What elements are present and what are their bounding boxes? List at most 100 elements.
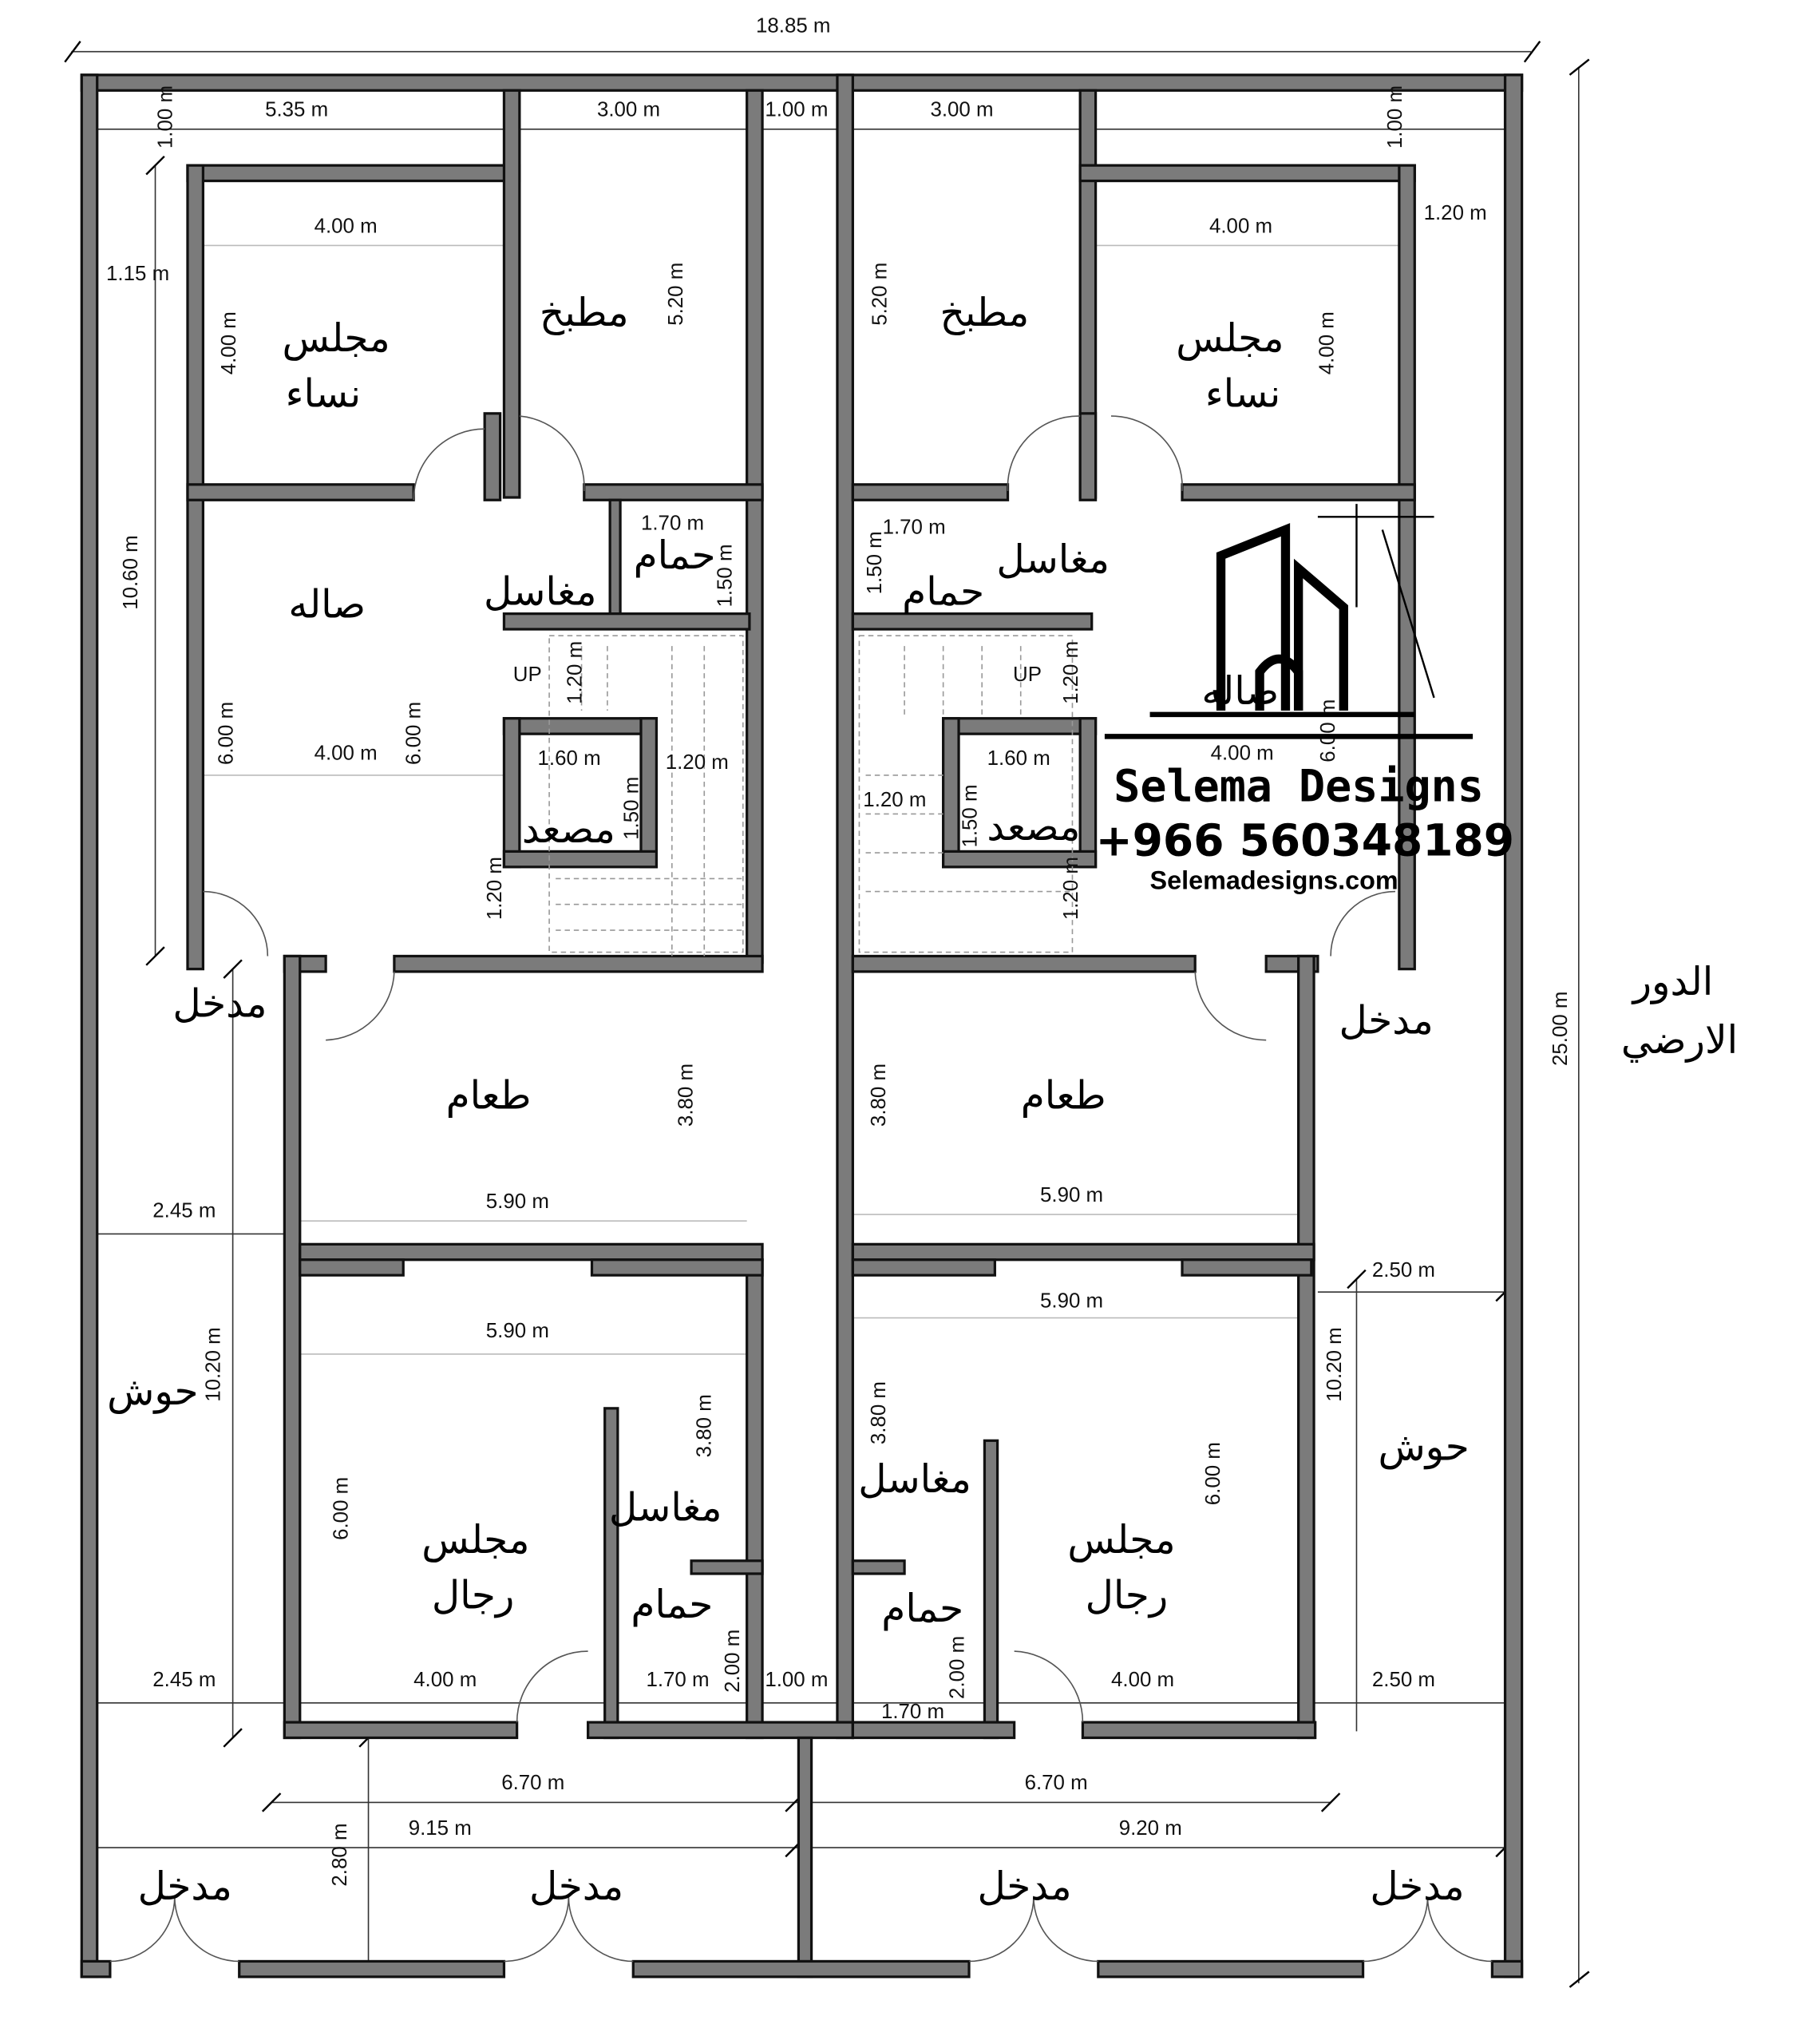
room-yard-left: حوش [107, 1369, 198, 1414]
dim-label: 9.15 m [409, 1817, 472, 1840]
room-hall-right: صاله [1201, 669, 1279, 714]
dim-label: 6.00 m [330, 1477, 353, 1540]
dim-label: 3.00 m [597, 99, 660, 121]
dim-label: 2.00 m [947, 1636, 969, 1699]
dim-label: 9.20 m [1119, 1817, 1182, 1840]
dim-label: 2.80 m [329, 1823, 351, 1886]
room-kitchen-left: مطبخ [540, 291, 629, 335]
stairs-left [548, 635, 744, 957]
dim-label: 2.45 m [152, 1199, 216, 1222]
logo-website: Selemadesigns.com [1150, 866, 1398, 894]
room-bath-bottom-right: حمام [881, 1586, 963, 1631]
room-entrance-bottom-4: مدخل [1370, 1864, 1464, 1909]
floor-title-line2: الارضي [1621, 1018, 1738, 1063]
stairs-up-left: UP [513, 664, 542, 686]
dim-label: 1.00 m [765, 99, 828, 121]
room-kitchen-right: مطبخ [940, 291, 1030, 335]
room-majlis-nisa-left: مجلس [282, 316, 390, 361]
dim-label: 1.00 m [765, 1669, 828, 1691]
dim-label: 6.00 m [1202, 1442, 1224, 1505]
room-dining-right: طعام [1021, 1073, 1106, 1118]
dimension-lines [64, 41, 1590, 1988]
dim-label: 4.00 m [1111, 1669, 1174, 1691]
room-majlis-rijal-left: مجلس [421, 1518, 529, 1563]
dim-label: 5.90 m [1040, 1184, 1103, 1206]
dim-label: 5.20 m [665, 263, 687, 326]
dim-label: 2.00 m [722, 1630, 744, 1693]
dim-label: 5.20 m [868, 263, 891, 326]
room-entrance-side-right: مدخل [1339, 999, 1434, 1044]
room-sinks-bottom-right: مغاسل [858, 1457, 971, 1502]
room-majlis-rijal-left-2: رجال [432, 1574, 514, 1618]
stairs-up-right: UP [1013, 664, 1042, 686]
dim-label: 6.00 m [402, 702, 425, 765]
doors [109, 415, 1493, 1963]
dim-label: 4.00 m [314, 215, 378, 237]
dim-label: 6.00 m [1317, 699, 1339, 763]
logo-name: Selema Designs [1114, 760, 1484, 811]
dim-label: 1.20 m [863, 789, 926, 811]
dim-label: 3.00 m [930, 99, 993, 121]
dim-label: 4.00 m [413, 1669, 477, 1691]
room-entrance-bottom-1: مدخل [138, 1864, 232, 1909]
dim-label: 10.60 m [120, 535, 142, 610]
room-majlis-rijal-right-2: رجال [1086, 1574, 1168, 1618]
dim-label: 6.70 m [501, 1772, 564, 1794]
dim-label: 2.50 m [1372, 1669, 1435, 1691]
dim-label: 4.00 m [1315, 311, 1338, 374]
dim-label: 1.20 m [1424, 202, 1487, 224]
dimension-labels: 18.85 m 25.00 m 5.35 m 3.00 m 1.00 m 3.0… [106, 14, 1572, 1886]
room-sinks-top-left: مغاسل [484, 569, 597, 614]
room-bath-top-right: حمام [902, 569, 984, 614]
dim-label: 1.20 m [666, 751, 729, 774]
dim-label: 2.45 m [152, 1669, 216, 1691]
room-yard-right: حوش [1378, 1425, 1469, 1470]
dim-label: 3.80 m [675, 1064, 698, 1127]
dim-label: 4.00 m [218, 311, 240, 374]
dim-label: 1.50 m [959, 784, 982, 847]
dim-label: 4.00 m [1209, 215, 1272, 237]
dim-label: 18.85 m [756, 14, 830, 37]
dim-label: 1.50 m [864, 531, 886, 594]
dim-label: 10.20 m [202, 1327, 224, 1401]
dim-label: 1.20 m [484, 857, 506, 920]
dim-label: 5.90 m [1040, 1290, 1103, 1313]
room-bath-top-left: حمام [634, 533, 716, 578]
dim-label: 1.50 m [714, 544, 736, 607]
dim-label: 1.00 m [155, 85, 177, 149]
logo-phone: +966 560348189 [1096, 814, 1514, 866]
room-entrance-bottom-2: مدخل [529, 1864, 623, 1909]
room-elevator-left: مصعد [522, 807, 615, 852]
walls [80, 73, 1524, 1979]
dim-label: 25.00 m [1549, 992, 1572, 1067]
room-entrance-side-left: مدخل [172, 982, 267, 1027]
dim-label: 1.70 m [646, 1669, 709, 1691]
room-sinks-top-right: مغاسل [996, 537, 1110, 582]
dim-label: 1.50 m [621, 777, 643, 840]
room-entrance-bottom-3: مدخل [977, 1864, 1071, 1909]
dim-label: 3.80 m [868, 1064, 890, 1127]
stairs-right [858, 635, 1074, 953]
dim-label: 2.50 m [1372, 1259, 1435, 1281]
dim-label: 10.20 m [1323, 1327, 1346, 1401]
dim-label: 5.35 m [265, 99, 328, 121]
logo-building-icon [1104, 504, 1474, 739]
floor-title-line1: الدور [1631, 960, 1714, 1004]
room-majlis-nisa-right: مجلس [1176, 316, 1284, 361]
dim-label: 5.90 m [486, 1190, 549, 1213]
logo: Selema Designs +966 560348189 Selemadesi… [1096, 504, 1514, 894]
room-elevator-right: مصعد [987, 805, 1080, 850]
dim-label: 3.80 m [693, 1394, 715, 1457]
dim-label: 5.90 m [486, 1320, 549, 1342]
room-labels: مجلس نساء مطبخ مطبخ مجلس نساء صاله صاله … [107, 291, 1470, 1909]
dim-label: 1.15 m [106, 263, 169, 285]
dim-label: 1.20 m [564, 641, 587, 704]
dim-label: 1.70 m [881, 1701, 944, 1723]
room-hall-left: صاله [288, 583, 366, 628]
dim-label: 1.70 m [641, 512, 704, 534]
dim-label: 1.20 m [1060, 857, 1082, 920]
room-majlis-nisa-left-2: نساء [286, 372, 361, 417]
dim-label: 1.00 m [1384, 85, 1406, 149]
dim-label: 1.60 m [538, 747, 601, 770]
dim-label: 1.20 m [1060, 641, 1082, 704]
